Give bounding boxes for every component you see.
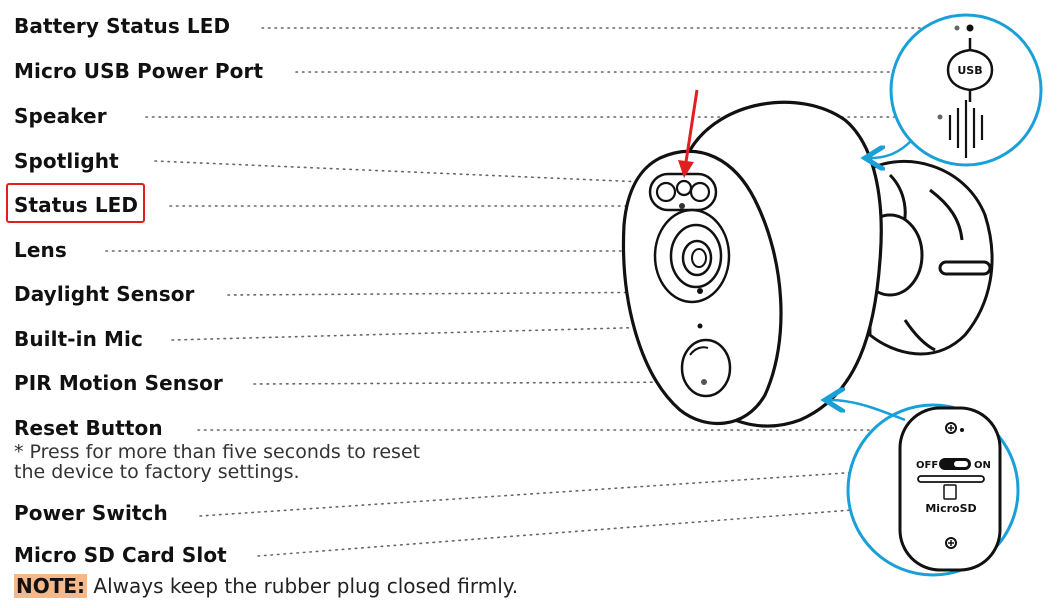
speaker-grill-icon (948, 100, 984, 158)
label-pir-motion-sensor: PIR Motion Sensor (14, 371, 223, 395)
microsd-slot-icon (917, 475, 985, 483)
label-daylight-sensor: Daylight Sensor (14, 282, 195, 306)
reset-note-line2: the device to factory settings. (14, 461, 300, 483)
status-led (675, 179, 693, 197)
spotlight-left (655, 181, 677, 203)
label-speaker: Speaker (14, 104, 107, 128)
status-led-arrow (678, 89, 699, 178)
off-label: OFF (916, 460, 938, 471)
leader-lines (105, 27, 956, 557)
leader-power-switch (199, 469, 891, 517)
label-reset-button: Reset Button (14, 416, 163, 440)
bottom-callout: OFF ON MicroSD (830, 400, 1020, 577)
leader-daylight-sensor (227, 291, 699, 296)
microsd-card-icon (943, 484, 957, 500)
on-label: ON (974, 460, 991, 471)
leader-micro-sd-card-slot (257, 507, 879, 557)
spotlight-right (689, 181, 711, 203)
leader-spotlight (154, 160, 691, 185)
reset-note-line1: * Press for more than five seconds to re… (14, 441, 421, 463)
label-battery-status-led: Battery Status LED (14, 14, 231, 38)
label-lens: Lens (14, 238, 67, 262)
daylight-sensor (697, 288, 703, 294)
built-in-mic (697, 323, 703, 329)
leader-built-in-mic (171, 325, 697, 341)
battery-status-led-dot (966, 24, 974, 32)
status-led-highlight-box (6, 183, 145, 223)
label-micro-usb-power-port: Micro USB Power Port (14, 59, 264, 83)
label-built-in-mic: Built-in Mic (14, 327, 143, 351)
microsd-label: MicroSD (925, 502, 976, 515)
top-callout: USB (870, 13, 1043, 165)
label-power-switch: Power Switch (14, 501, 168, 525)
label-status-led: Status LED (14, 193, 139, 217)
usb-label: USB (957, 64, 982, 77)
leader-pir-motion-sensor (253, 381, 703, 385)
label-micro-sd-card-slot: Micro SD Card Slot (14, 543, 227, 567)
pir-motion-sensor (680, 338, 732, 398)
note-tag: NOTE: (14, 574, 88, 598)
note: NOTE: Always keep the rubber plug closed… (14, 574, 518, 598)
label-spotlight: Spotlight (14, 149, 119, 173)
usb-port-icon (946, 38, 994, 102)
note-text: Always keep the rubber plug closed firml… (87, 574, 519, 598)
